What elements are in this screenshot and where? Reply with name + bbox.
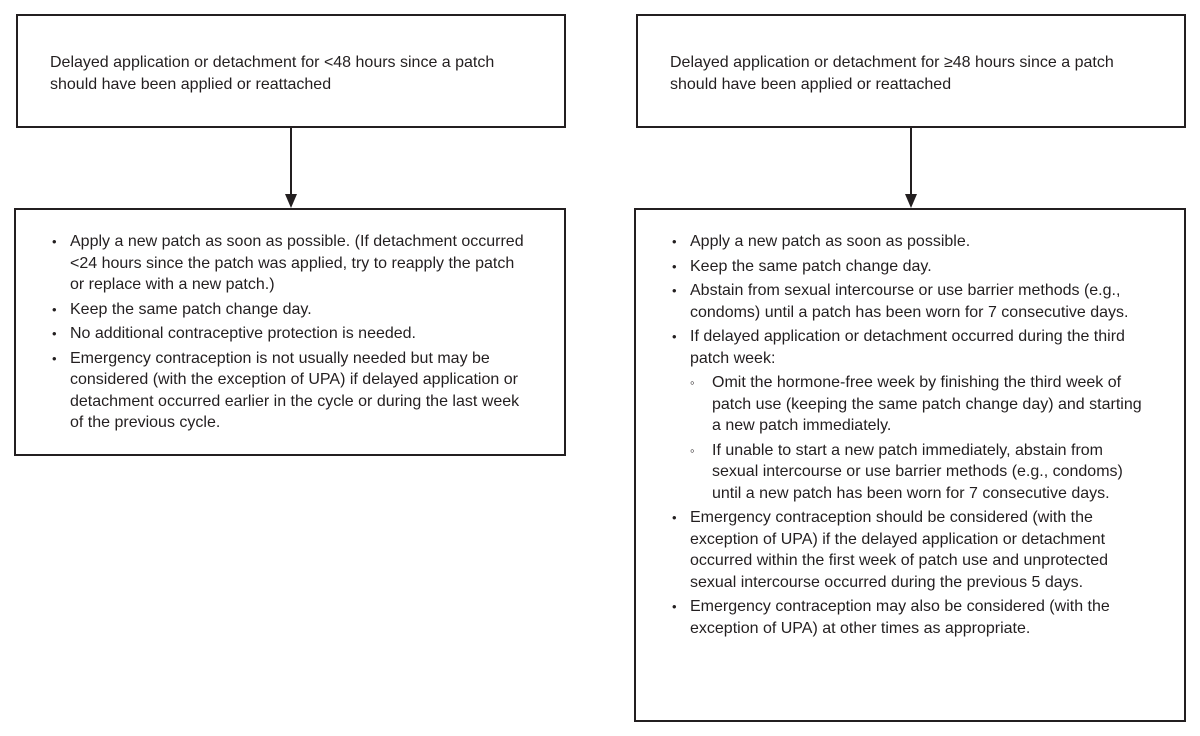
list-item: No additional contraceptive protection i… [52,323,532,345]
list-item: Keep the same patch change day. [672,256,1148,278]
third-week-sub-list: Omit the hormone-free week by finishing … [690,372,1148,504]
list-item: Apply a new patch as soon as possible. (… [52,231,532,296]
list-item: Keep the same patch change day. [52,299,532,321]
right-detail-box: Apply a new patch as soon as possible. K… [634,208,1186,722]
right-header-text: Delayed application or detachment for ≥4… [670,54,1114,93]
left-header-text: Delayed application or detachment for <4… [50,54,495,93]
right-guidance-list: Apply a new patch as soon as possible. K… [672,231,1148,639]
list-item: Apply a new patch as soon as possible. [672,231,1148,253]
left-flow-arrow [285,128,297,208]
sub-list-item: If unable to start a new patch immediate… [690,440,1148,505]
list-item: Emergency contraception is not usually n… [52,348,532,434]
right-flow-arrow [905,128,917,208]
list-item: If delayed application or detachment occ… [672,326,1148,504]
left-detail-box: Apply a new patch as soon as possible. (… [14,208,566,456]
right-header-box: Delayed application or detachment for ≥4… [636,14,1186,128]
list-item: Emergency contraception may also be cons… [672,596,1148,639]
sub-list-item: Omit the hormone-free week by finishing … [690,372,1148,437]
left-header-box: Delayed application or detachment for <4… [16,14,566,128]
left-guidance-list: Apply a new patch as soon as possible. (… [52,231,532,434]
list-item: Emergency contraception should be consid… [672,507,1148,593]
list-item: Abstain from sexual intercourse or use b… [672,280,1148,323]
